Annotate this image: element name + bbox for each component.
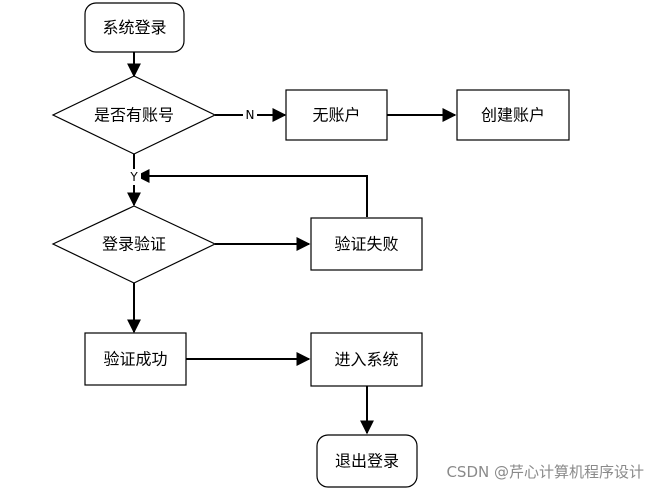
end-node-logout — [316, 434, 418, 488]
process-verify-fail-label: 验证失败 — [334, 235, 398, 254]
decision-verify — [51, 205, 217, 284]
process-verify-success-label: 验证成功 — [103, 350, 167, 369]
decision-has-account — [51, 75, 217, 155]
end-node-logout-label: 退出登录 — [335, 452, 399, 471]
process-enter-system — [310, 332, 423, 387]
decision-verify-label: 登录验证 — [102, 235, 166, 254]
decision-has-account-label: 是否有账号 — [94, 106, 174, 125]
edge-label-yes: Y — [129, 170, 138, 184]
process-create-account — [456, 89, 570, 141]
edge-fail-loop-back — [135, 169, 368, 217]
process-enter-system-label: 进入系统 — [334, 350, 398, 369]
process-no-account-label: 无账户 — [312, 106, 360, 125]
process-verify-fail — [310, 217, 423, 271]
edge-label-no-bg — [243, 107, 257, 123]
edge-label-no: N — [246, 108, 255, 122]
process-create-account-label: 创建账户 — [481, 106, 545, 125]
watermark-text: CSDN @芹心计算机程序设计 — [446, 463, 644, 481]
edge-label-yes-bg — [127, 169, 141, 185]
process-verify-success — [84, 332, 187, 386]
process-no-account — [285, 89, 388, 141]
start-node-login-label: 系统登录 — [102, 18, 166, 37]
start-node-login — [84, 2, 185, 53]
